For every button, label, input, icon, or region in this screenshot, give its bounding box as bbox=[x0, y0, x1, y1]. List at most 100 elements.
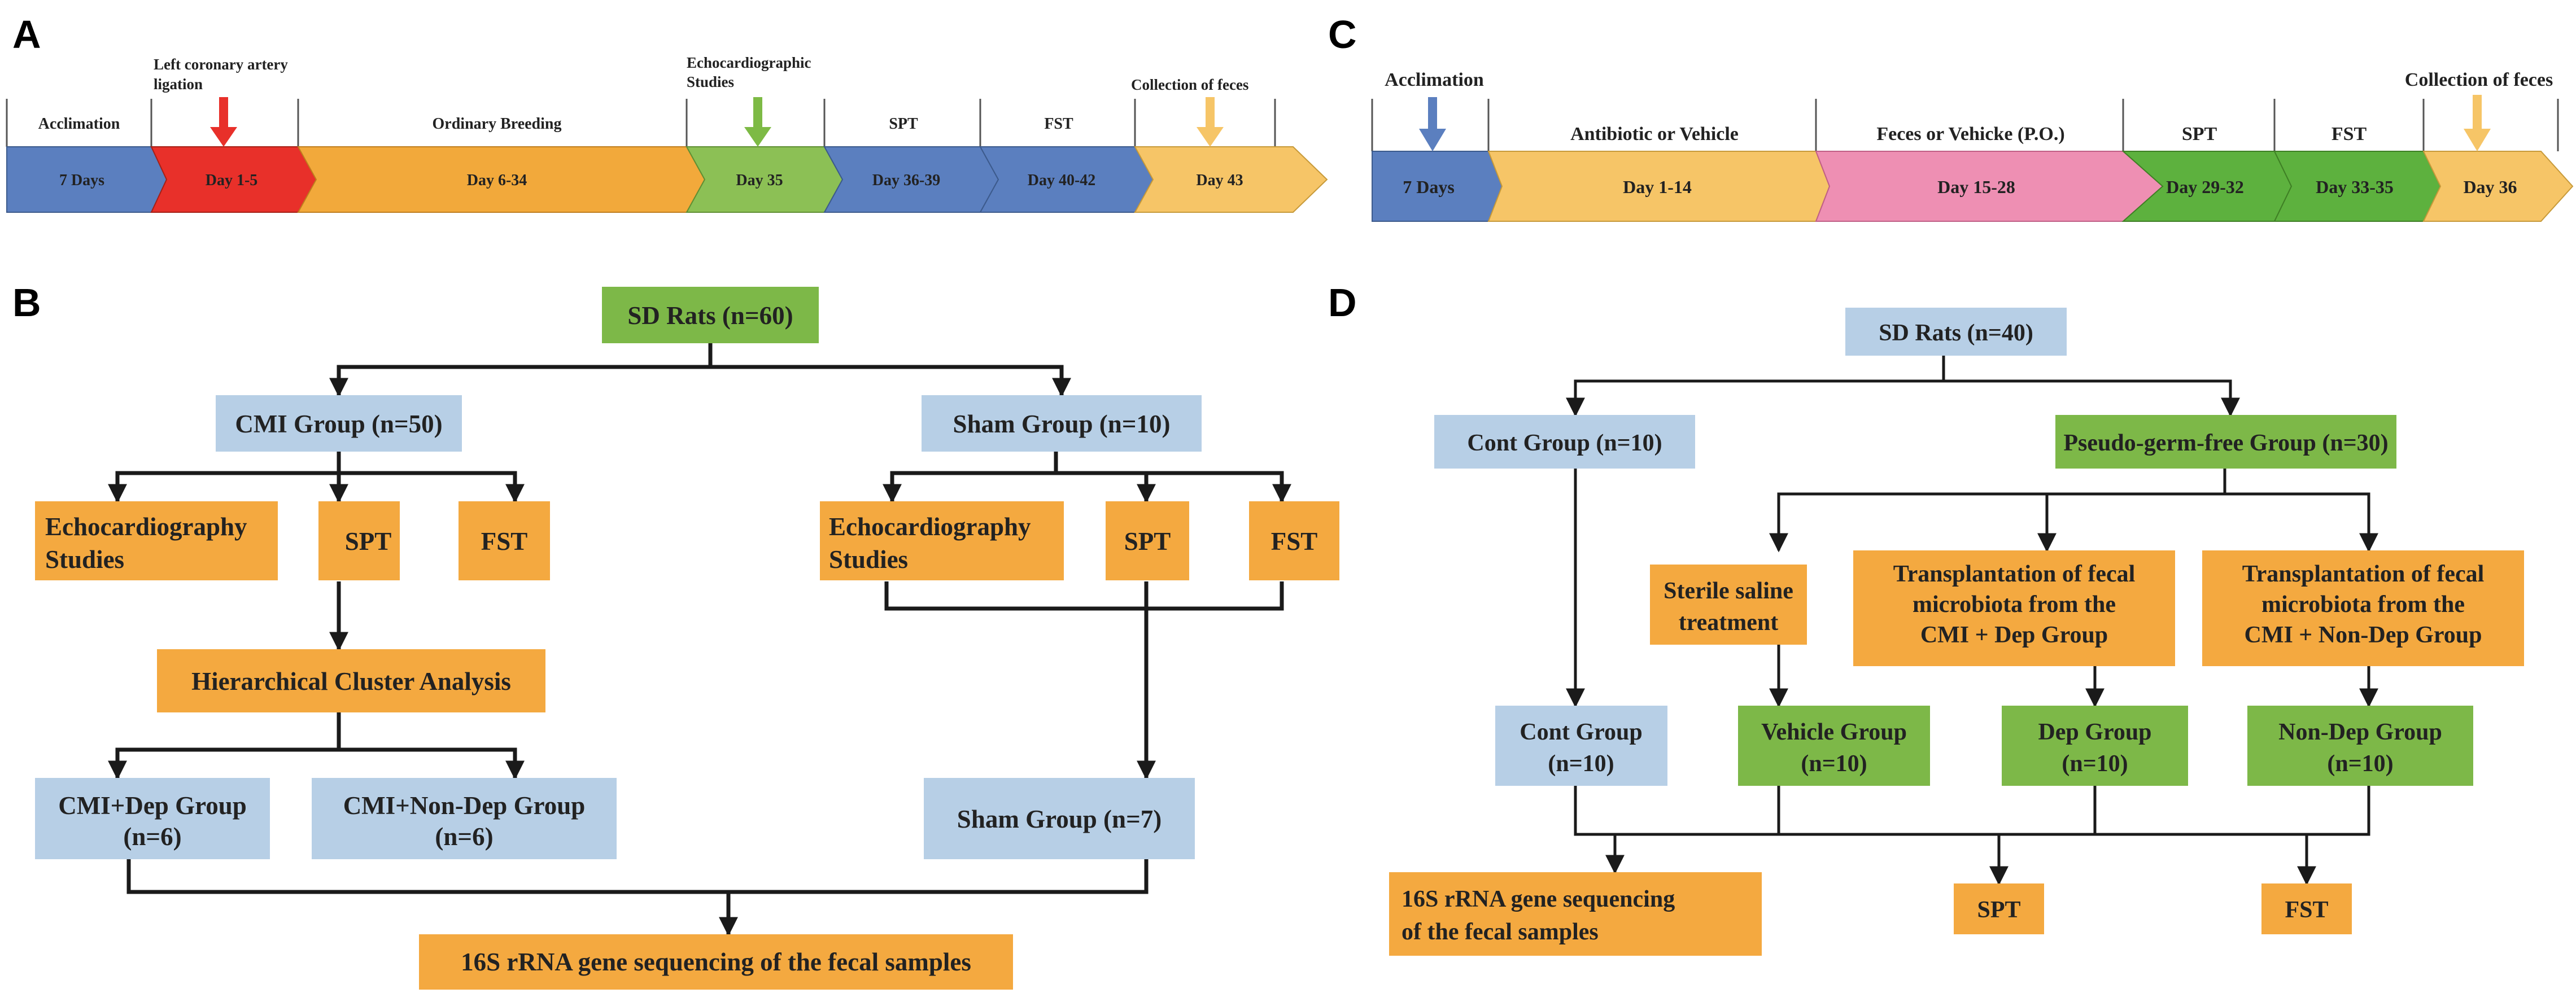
timeline-a-label-day1-5: Day 1-5 bbox=[206, 172, 258, 189]
d-cont-final-line2: (n=10) bbox=[1548, 751, 1614, 777]
d-seq-line1: 16S rRNA gene sequencing bbox=[1401, 886, 1675, 912]
d-fmt-nondep-line1: Transplantation of fecal bbox=[2242, 561, 2485, 587]
timeline-a-event-lca-line2: ligation bbox=[154, 76, 203, 93]
d-fmt-dep-box bbox=[1853, 550, 2175, 666]
timeline-a-event-echo-line1: Echocardiographic bbox=[687, 54, 811, 71]
timeline-c-label-day33-35: Day 33-35 bbox=[2316, 177, 2394, 197]
timeline-a-label-7days: 7 Days bbox=[59, 172, 104, 189]
d-nondep-line2: (n=10) bbox=[2327, 751, 2393, 777]
timeline-a-label-day43: Day 43 bbox=[1196, 172, 1243, 189]
timeline-a-event-echo-line2: Studies bbox=[687, 73, 734, 90]
timeline-a-label-day40-42: Day 40-42 bbox=[1028, 172, 1096, 189]
b-echo-right-line1: Echocardiography bbox=[829, 513, 1031, 541]
b-fst-right-text: FST bbox=[1271, 527, 1318, 555]
timeline-c-label-day29-32: Day 29-32 bbox=[2166, 177, 2244, 197]
b-seq-text: 16S rRNA gene sequencing of the fecal sa… bbox=[461, 948, 971, 976]
d-dep-box bbox=[2002, 706, 2188, 786]
d-nondep-box bbox=[2247, 706, 2473, 786]
timeline-a-phase-acclimation: Acclimation bbox=[38, 115, 120, 133]
d-fst-text: FST bbox=[2285, 897, 2328, 923]
d-vehicle-line2: (n=10) bbox=[1801, 751, 1867, 777]
b-hca-box bbox=[157, 649, 545, 712]
timeline-c-phase-feces: Collection of feces bbox=[2405, 69, 2553, 90]
timeline-a-phase-spt: SPT bbox=[889, 115, 918, 133]
b-echo-left-box bbox=[35, 501, 278, 580]
timeline-c-segment-6 bbox=[2422, 151, 2574, 222]
panel-label-c: C bbox=[1328, 12, 1357, 56]
timeline-c-acclimation-marker bbox=[1419, 97, 1446, 151]
timeline-c-phase-spt: SPT bbox=[2182, 124, 2217, 145]
panel-label-d: D bbox=[1328, 281, 1357, 325]
b-fst-left-text: FST bbox=[481, 527, 528, 555]
b-echo-left-line1: Echocardiography bbox=[45, 513, 247, 541]
timeline-a: 7 Days Day 1-5 Day 6-34 Day 35 Day 36-39… bbox=[6, 54, 1328, 213]
timeline-c-phase-fst: FST bbox=[2332, 124, 2367, 145]
d-sd-rats-box bbox=[1845, 308, 2067, 356]
b-cmi-group-box bbox=[216, 395, 462, 452]
timeline-c-phase-feces-vehicle: Feces or Vehicke (P.O.) bbox=[1876, 124, 2064, 145]
d-nondep-line1: Non-Dep Group bbox=[2278, 719, 2442, 745]
d-fmt-dep-line1: Transplantation of fecal bbox=[1893, 561, 2136, 587]
d-fst-box bbox=[2261, 883, 2352, 934]
timeline-a-phase-fst: FST bbox=[1044, 115, 1073, 133]
b-fst-right-box bbox=[1249, 501, 1339, 580]
timeline-c-label-7days: 7 Days bbox=[1403, 177, 1455, 197]
b-cmi-group-text: CMI Group (n=50) bbox=[235, 410, 442, 438]
timeline-c: 7 Days Day 1-14 Day 15-28 Day 29-32 Day … bbox=[1371, 69, 2574, 222]
b-sham-final-text: Sham Group (n=7) bbox=[957, 805, 1162, 833]
b-fst-left-box bbox=[459, 501, 550, 580]
b-sham-group-text: Sham Group (n=10) bbox=[953, 410, 1171, 438]
b-spt-left-box bbox=[318, 501, 400, 580]
timeline-c-label-day36: Day 36 bbox=[2463, 177, 2517, 197]
d-cont-group-box bbox=[1434, 415, 1695, 469]
b-spt-right-text: SPT bbox=[1124, 527, 1171, 555]
timeline-a-event-lca-line1: Left coronary artery bbox=[154, 56, 288, 73]
b-cmi-dep-box bbox=[35, 778, 270, 859]
b-sham-final-box bbox=[924, 778, 1195, 859]
d-pgf-group-text: Pseudo-germ-free Group (n=30) bbox=[2063, 430, 2388, 456]
d-fmt-nondep-line2: microbiota from the bbox=[2261, 592, 2465, 618]
d-saline-line2: treatment bbox=[1679, 610, 1778, 636]
flowchart-d: SD Rats (n=40) Cont Group (n=10) Pseudo-… bbox=[1389, 308, 2524, 956]
b-cmi-nondep-box bbox=[312, 778, 617, 859]
timeline-c-label-day15-28: Day 15-28 bbox=[1937, 177, 2015, 197]
timeline-a-echo-marker bbox=[744, 97, 771, 147]
d-spt-box bbox=[1954, 883, 2044, 934]
d-sd-rats-text: SD Rats (n=40) bbox=[1879, 320, 2033, 346]
panel-label-a: A bbox=[12, 12, 41, 56]
flowchart-b: SD Rats (n=60) CMI Group (n=50) Sham Gro… bbox=[35, 287, 1339, 990]
d-pgf-group-box bbox=[2055, 415, 2396, 469]
d-saline-line1: Sterile saline bbox=[1664, 578, 1793, 604]
timeline-a-label-day6-34: Day 6-34 bbox=[467, 172, 527, 189]
timeline-c-phase-antibiotic: Antibiotic or Vehicle bbox=[1570, 124, 1739, 145]
timeline-a-lca-marker bbox=[210, 97, 237, 147]
b-hca-text: Hierarchical Cluster Analysis bbox=[191, 667, 511, 695]
d-fmt-dep-line3: CMI + Dep Group bbox=[1920, 622, 2108, 648]
b-cmi-dep-line2: (n=6) bbox=[123, 823, 181, 851]
timeline-c-feces-marker bbox=[2464, 95, 2491, 151]
d-fmt-dep-line2: microbiota from the bbox=[1913, 592, 2116, 618]
timeline-a-event-feces: Collection of feces bbox=[1131, 76, 1248, 93]
b-cmi-nondep-line2: (n=6) bbox=[435, 823, 493, 851]
d-saline-box bbox=[1650, 565, 1807, 645]
b-spt-right-box bbox=[1106, 501, 1189, 580]
d-cont-final-box bbox=[1495, 706, 1667, 786]
timeline-a-phase-breeding: Ordinary Breeding bbox=[433, 115, 562, 133]
b-sd-rats-box bbox=[602, 287, 819, 343]
timeline-a-label-day36-39: Day 36-39 bbox=[872, 172, 941, 189]
b-echo-right-box bbox=[820, 501, 1064, 580]
d-seq-line2: of the fecal samples bbox=[1401, 919, 1599, 945]
d-cont-final-line1: Cont Group bbox=[1520, 719, 1642, 745]
d-cont-group-text: Cont Group (n=10) bbox=[1467, 430, 1662, 456]
d-fmt-nondep-box bbox=[2202, 550, 2524, 666]
d-fmt-nondep-line3: CMI + Non-Dep Group bbox=[2244, 622, 2482, 648]
timeline-a-feces-marker bbox=[1197, 97, 1224, 147]
b-sd-rats-text: SD Rats (n=60) bbox=[627, 301, 793, 330]
panel-label-b: B bbox=[12, 281, 41, 325]
d-seq-box bbox=[1389, 872, 1762, 956]
timeline-c-phase-acclimation: Acclimation bbox=[1385, 69, 1484, 90]
d-dep-line2: (n=10) bbox=[2062, 751, 2128, 777]
d-dep-line1: Dep Group bbox=[2038, 719, 2151, 745]
b-seq-box bbox=[419, 934, 1013, 990]
